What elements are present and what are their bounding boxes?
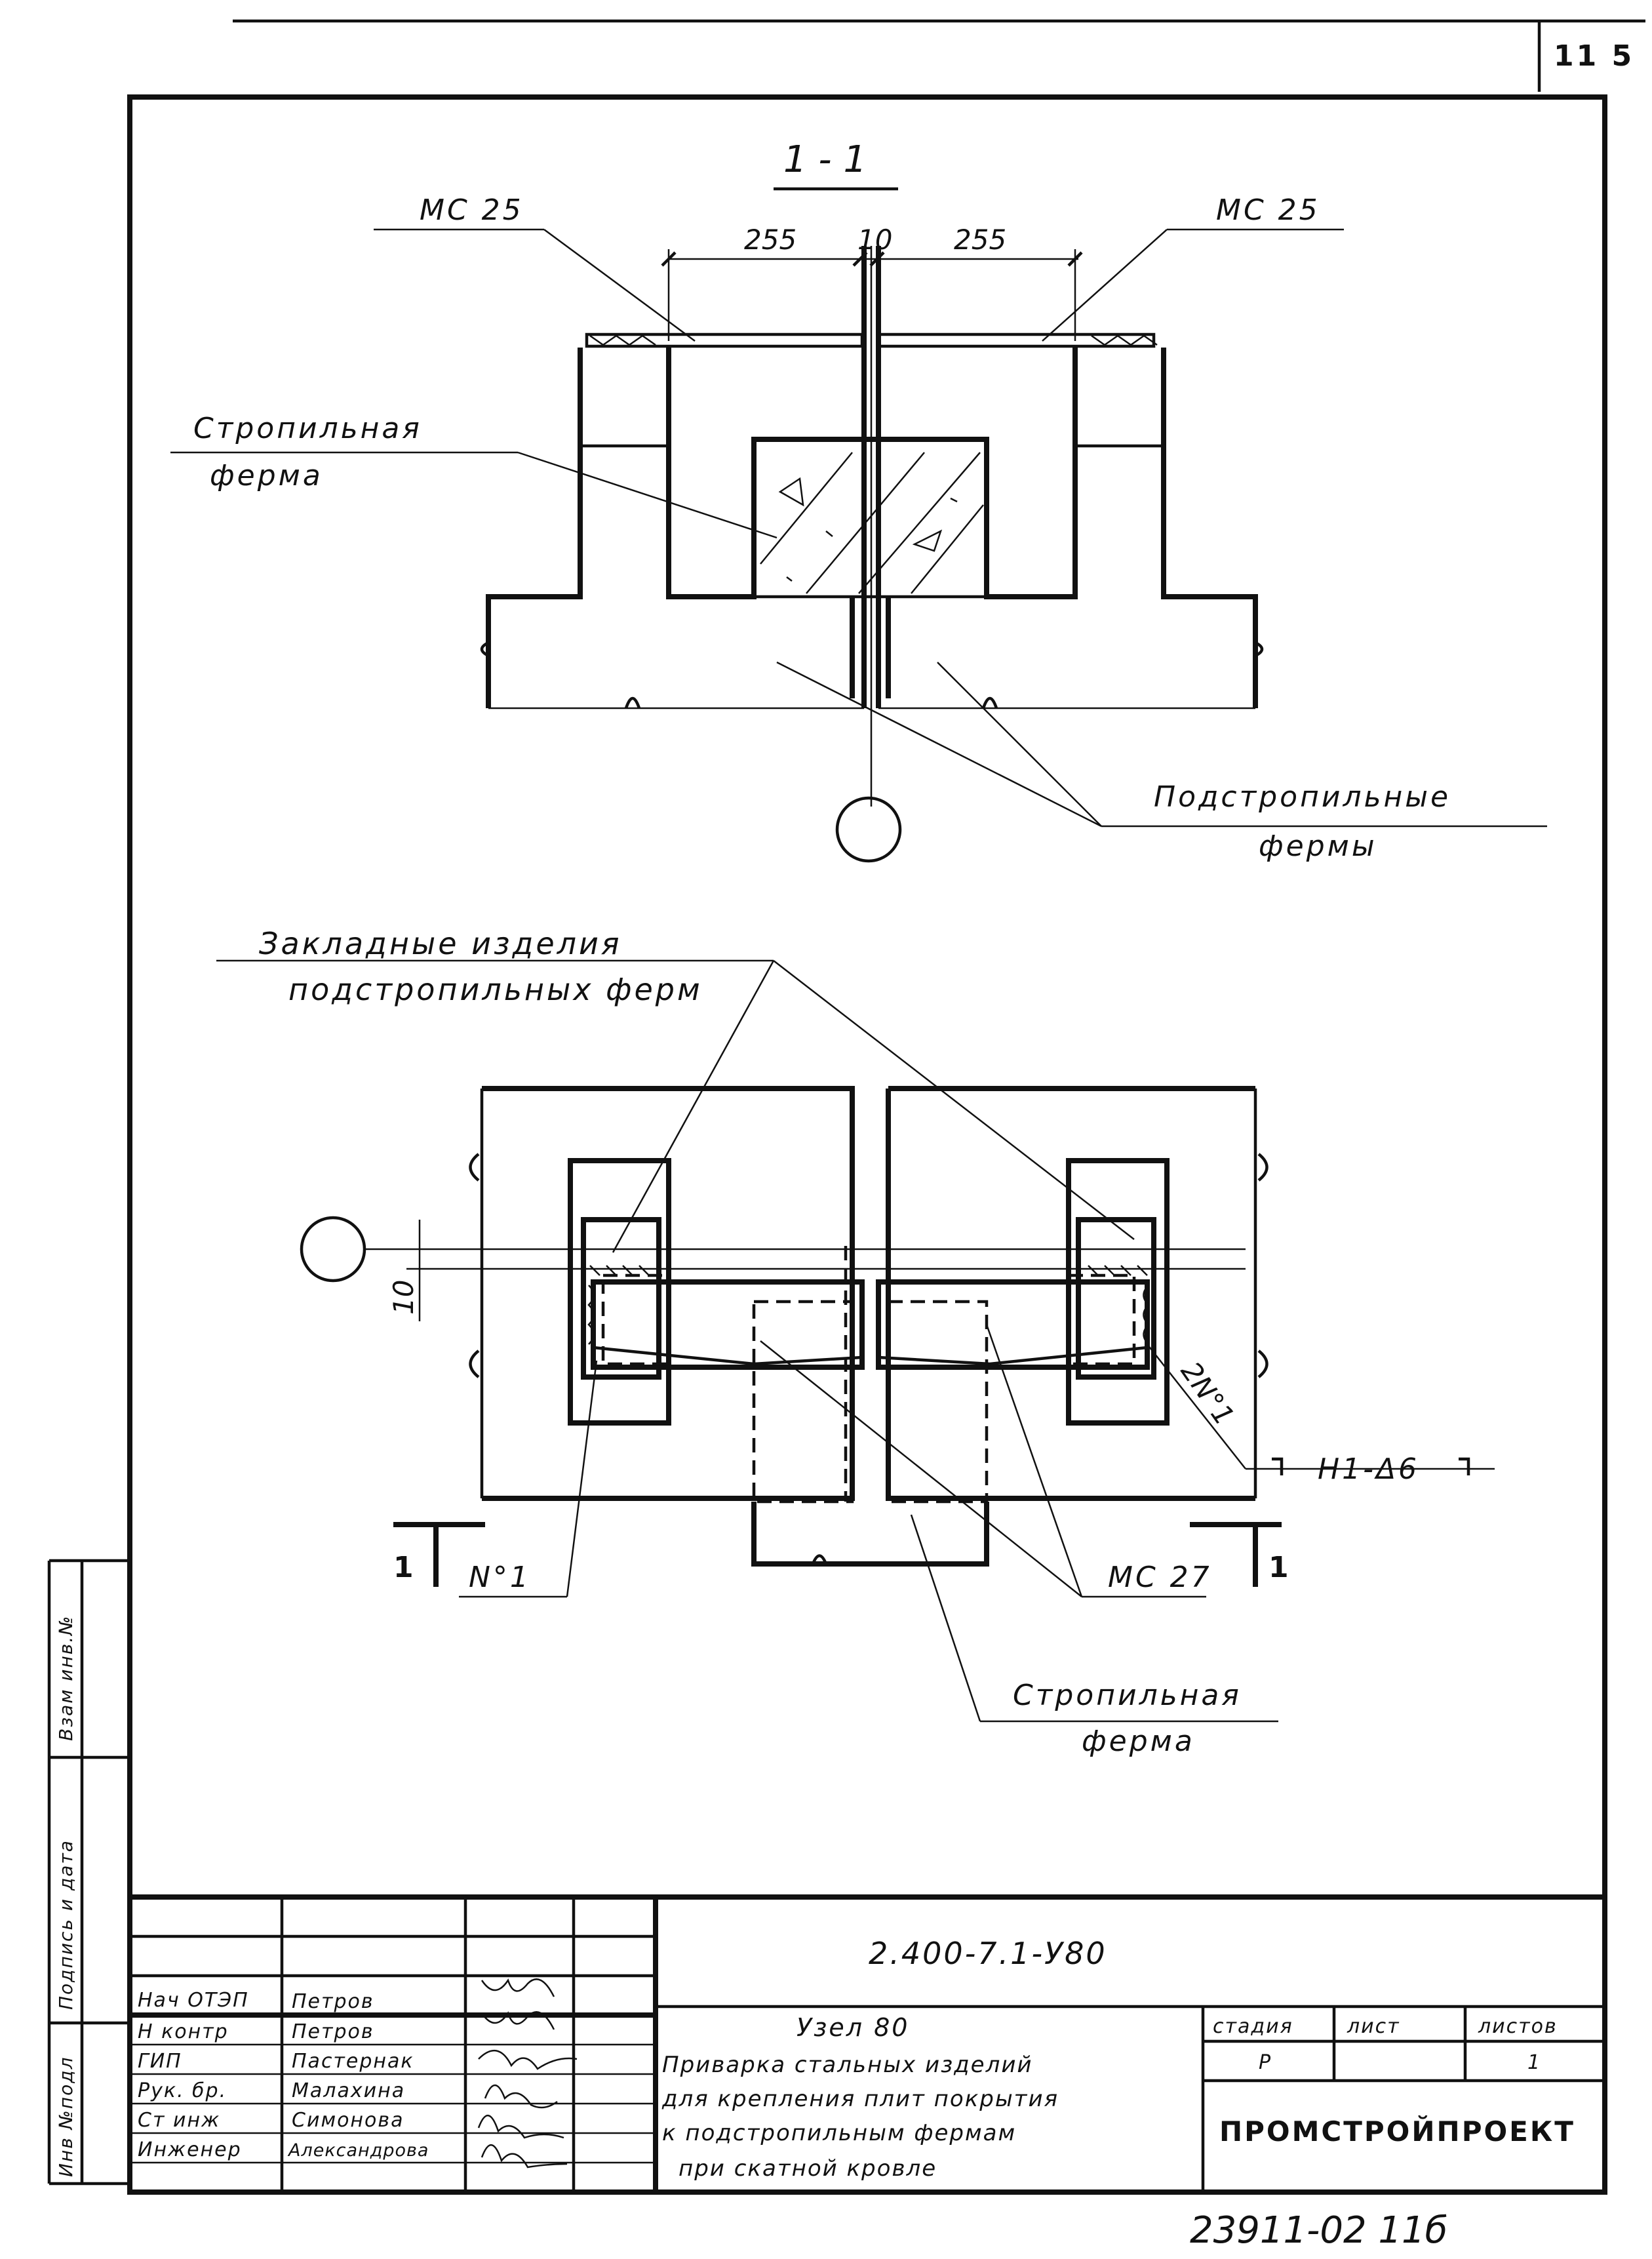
footer-code: 23911-02 11б — [1190, 2209, 1447, 2252]
label-subrafter-2: фермы — [1259, 830, 1377, 863]
role-6: Инженер — [138, 2138, 242, 2161]
roles-list: Нач ОТЭП Петров Н контр Петров ГИП Пасте… — [138, 1989, 429, 2161]
label-rafter-top-2: ферма — [210, 459, 323, 492]
section-title: 1 - 1 — [774, 138, 898, 191]
name-3: Пастернак — [292, 2050, 414, 2073]
section-mark-left: 1 — [393, 1551, 416, 1584]
sheet-header: лист — [1347, 2015, 1400, 2038]
sheet-frame: 11 5 — [127, 19, 1645, 2195]
section-label: 1 - 1 — [783, 138, 867, 181]
dim-left: 255 — [744, 224, 796, 256]
name-6: Александрова — [287, 2140, 429, 2161]
desc-line-4: при скатной кровле — [678, 2155, 937, 2182]
label-mc25-right: MC 25 — [1216, 193, 1320, 227]
role-1: Нач ОТЭП — [138, 1989, 249, 2012]
title-block: 2.400-7.1-У80 Нач ОТЭП Петров Н контр Пе… — [130, 1894, 1605, 2192]
stage-header: стадия — [1213, 2015, 1293, 2038]
label-rafter-top-1: Стропильная — [193, 412, 422, 445]
signatures — [477, 1978, 578, 2169]
role-5: Ст инж — [138, 2109, 220, 2132]
label-rafter-bottom-2: ферма — [1082, 1725, 1195, 1758]
desc-line-3: к подстропильным фермам — [662, 2120, 1016, 2146]
label-embedded-2: подстропильных ферм — [288, 972, 703, 1007]
side-vzam: Взам инв.№ — [55, 1615, 77, 1741]
label-no1: N°1 — [469, 1561, 531, 1594]
side-stamp: Взам инв.№ Подпись и дата Инв №подл — [47, 1559, 130, 2186]
role-2: Н контр — [138, 2020, 229, 2043]
dim-10-plan: 10 — [387, 1280, 420, 1315]
section-view: MC 25 MC 25 255 10 255 — [170, 193, 1547, 863]
desc-line-1: Приварка стальных изделий — [662, 2052, 1033, 2078]
sheets-value: 1 — [1527, 2051, 1541, 2074]
sheet-number: 11 5 — [1554, 39, 1634, 73]
role-3: ГИП — [138, 2050, 182, 2073]
stage-value: Р — [1259, 2051, 1272, 2074]
label-mc27: MC 27 — [1108, 1561, 1212, 1594]
node-title: Узел 80 — [796, 2013, 909, 2042]
name-4: Малахина — [292, 2079, 405, 2102]
name-1: Петров — [292, 1990, 374, 2013]
side-podpis: Подпись и дата — [55, 1839, 77, 2010]
side-inv: Инв №подл — [55, 2056, 77, 2177]
label-embedded-1: Закладные изделия — [259, 926, 622, 961]
plan-view: Закладные изделия подстропильных ферм — [216, 926, 1495, 1758]
organization: ПРОМСТРОЙПРОЕКТ — [1219, 2115, 1575, 2148]
sheets-header: листов — [1478, 2015, 1558, 2038]
role-4: Рук. бр. — [138, 2079, 227, 2102]
label-subrafter-1: Подстропильные — [1154, 780, 1451, 814]
label-mc25-left: MC 25 — [420, 193, 524, 227]
dim-right: 255 — [954, 224, 1006, 256]
doc-code: 2.400-7.1-У80 — [869, 1936, 1107, 1971]
section-mark-right: 1 — [1268, 1551, 1291, 1584]
desc-line-2: для крепления плит покрытия — [661, 2086, 1059, 2112]
name-2: Петров — [292, 2020, 374, 2043]
name-5: Симонова — [292, 2109, 404, 2132]
label-rafter-bottom-1: Стропильная — [1013, 1679, 1242, 1712]
